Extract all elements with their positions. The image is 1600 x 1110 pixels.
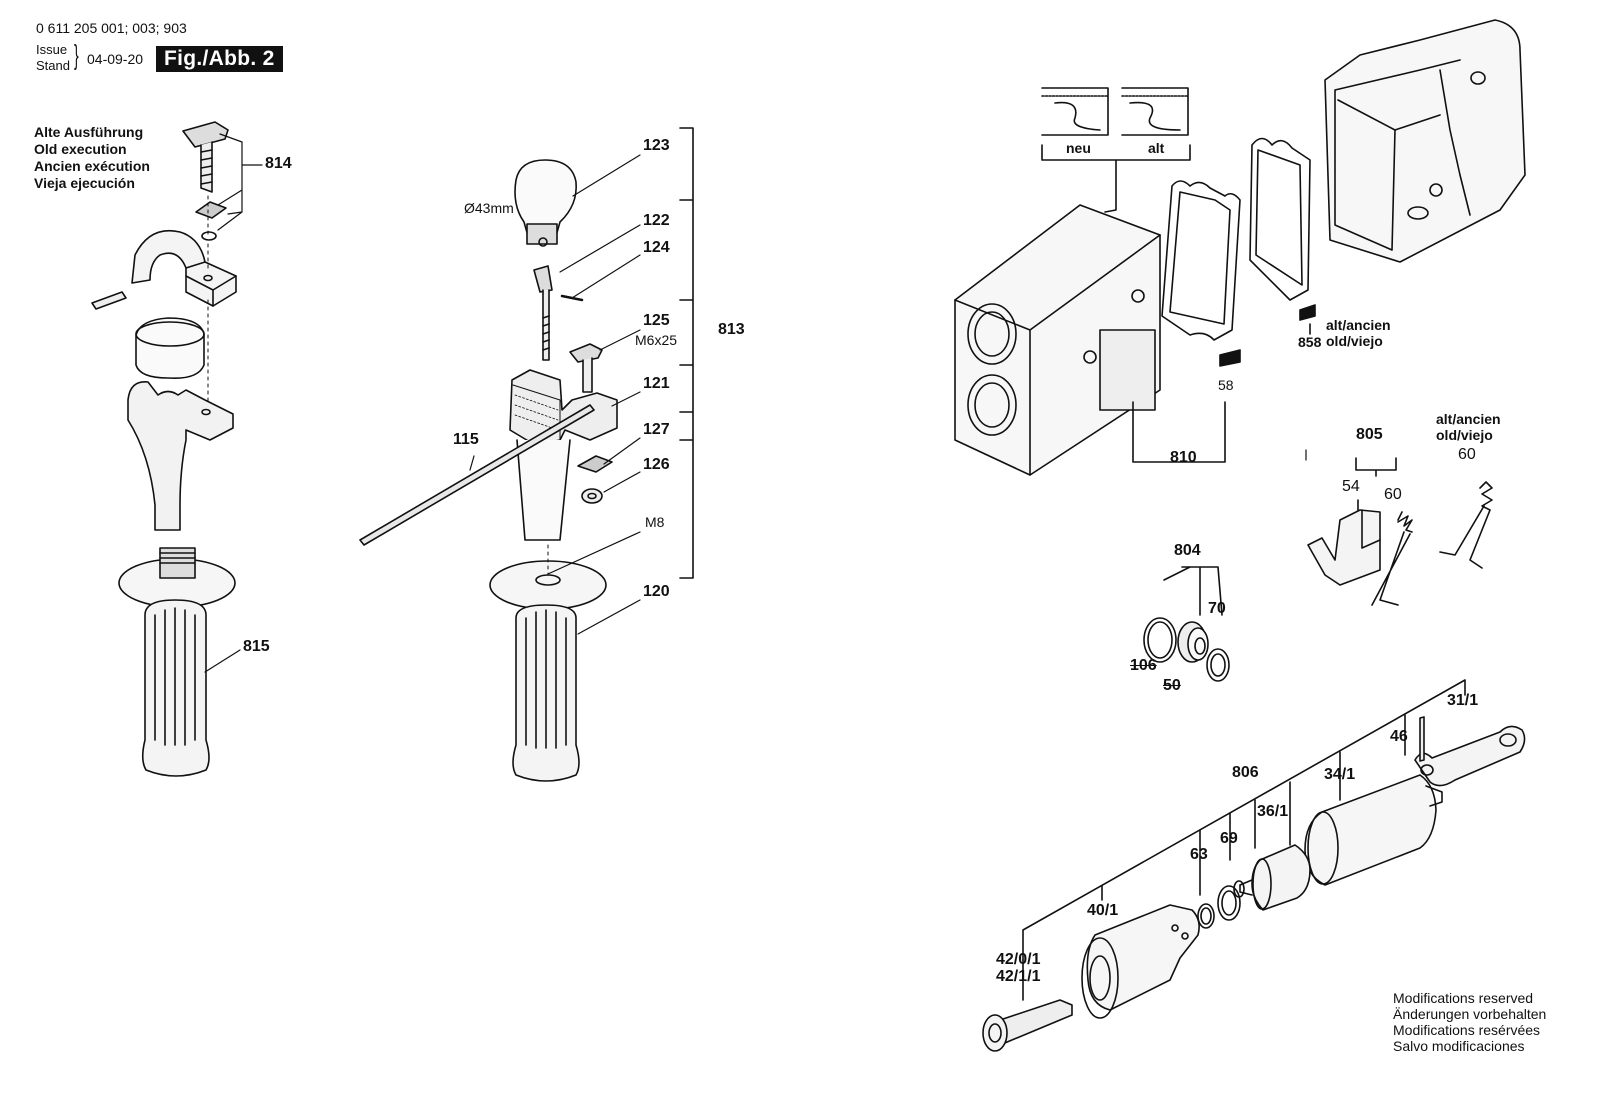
old-execution-fr: Ancien exécution — [34, 158, 150, 174]
label-31-1: 31/1 — [1447, 692, 1479, 709]
left-handle-assembly — [91, 121, 237, 777]
label-36-1: 36/1 — [1257, 803, 1289, 820]
label-115: 115 — [453, 431, 479, 448]
label-858: 858 — [1298, 334, 1322, 350]
small-parts — [1143, 457, 1493, 682]
stand-label: Stand — [36, 58, 70, 73]
label-63: 63 — [1190, 846, 1208, 863]
alt-note-60-2: old/viejo — [1436, 427, 1493, 443]
issue-label: Issue — [36, 42, 68, 57]
old-execution-en: Old execution — [34, 141, 127, 157]
label-58: 58 — [1218, 377, 1234, 393]
brace-glyph: } — [74, 39, 79, 70]
label-50: 50 — [1163, 677, 1181, 694]
label-diameter: Ø43mm — [464, 200, 514, 216]
alt-note-858-2: old/viejo — [1326, 333, 1383, 349]
modifications-en: Modifications reserved — [1393, 990, 1534, 1006]
label-813: 813 — [718, 321, 745, 338]
label-122: 122 — [643, 212, 670, 229]
modifications-de: Änderungen vorbehalten — [1393, 1006, 1547, 1022]
label-70: 70 — [1208, 600, 1226, 617]
label-125: 125 — [643, 312, 670, 329]
label-124: 124 — [643, 239, 670, 256]
label-815: 815 — [243, 638, 270, 655]
label-alt: alt — [1148, 140, 1165, 156]
label-121: 121 — [643, 375, 670, 392]
label-804: 804 — [1174, 542, 1201, 559]
label-42-1-1: 42/1/1 — [996, 968, 1041, 985]
label-810: 810 — [1170, 449, 1197, 466]
label-54: 54 — [1342, 478, 1360, 495]
label-806: 806 — [1232, 764, 1259, 781]
label-814: 814 — [265, 155, 292, 172]
figure-label: Fig./Abb. 2 — [156, 46, 283, 72]
modifications-fr: Modifications resérvées — [1393, 1022, 1541, 1038]
piston-group — [982, 679, 1526, 1052]
gear-housing-assembly — [954, 19, 1526, 476]
label-40-1: 40/1 — [1087, 902, 1119, 919]
label-106: 106 — [1130, 657, 1157, 674]
label-127: 127 — [643, 421, 670, 438]
label-60-alt: 60 — [1458, 446, 1476, 463]
label-60: 60 — [1384, 486, 1402, 503]
label-123: 123 — [643, 137, 670, 154]
label-m8: M8 — [645, 514, 665, 530]
old-execution-de: Alte Ausführung — [34, 124, 144, 140]
label-120: 120 — [643, 583, 670, 600]
label-m6x25: M6x25 — [635, 332, 678, 348]
label-805: 805 — [1356, 426, 1383, 443]
revision-date: 04-09-20 — [87, 51, 144, 67]
label-126: 126 — [643, 456, 670, 473]
alt-note-858-1: alt/ancien — [1326, 317, 1391, 333]
old-execution-es: Vieja ejecución — [34, 175, 135, 191]
label-69: 69 — [1220, 830, 1238, 847]
leader-lines — [204, 133, 1307, 673]
label-neu: neu — [1066, 140, 1091, 156]
label-42-0-1: 42/0/1 — [996, 951, 1041, 968]
middle-handle-assembly — [359, 127, 694, 782]
alt-note-60-1: alt/ancien — [1436, 411, 1501, 427]
label-46: 46 — [1390, 728, 1408, 745]
label-34-1: 34/1 — [1324, 766, 1356, 783]
part-numbers: 0 611 205 001; 003; 903 — [36, 20, 187, 36]
modifications-es: Salvo modificaciones — [1393, 1038, 1525, 1054]
